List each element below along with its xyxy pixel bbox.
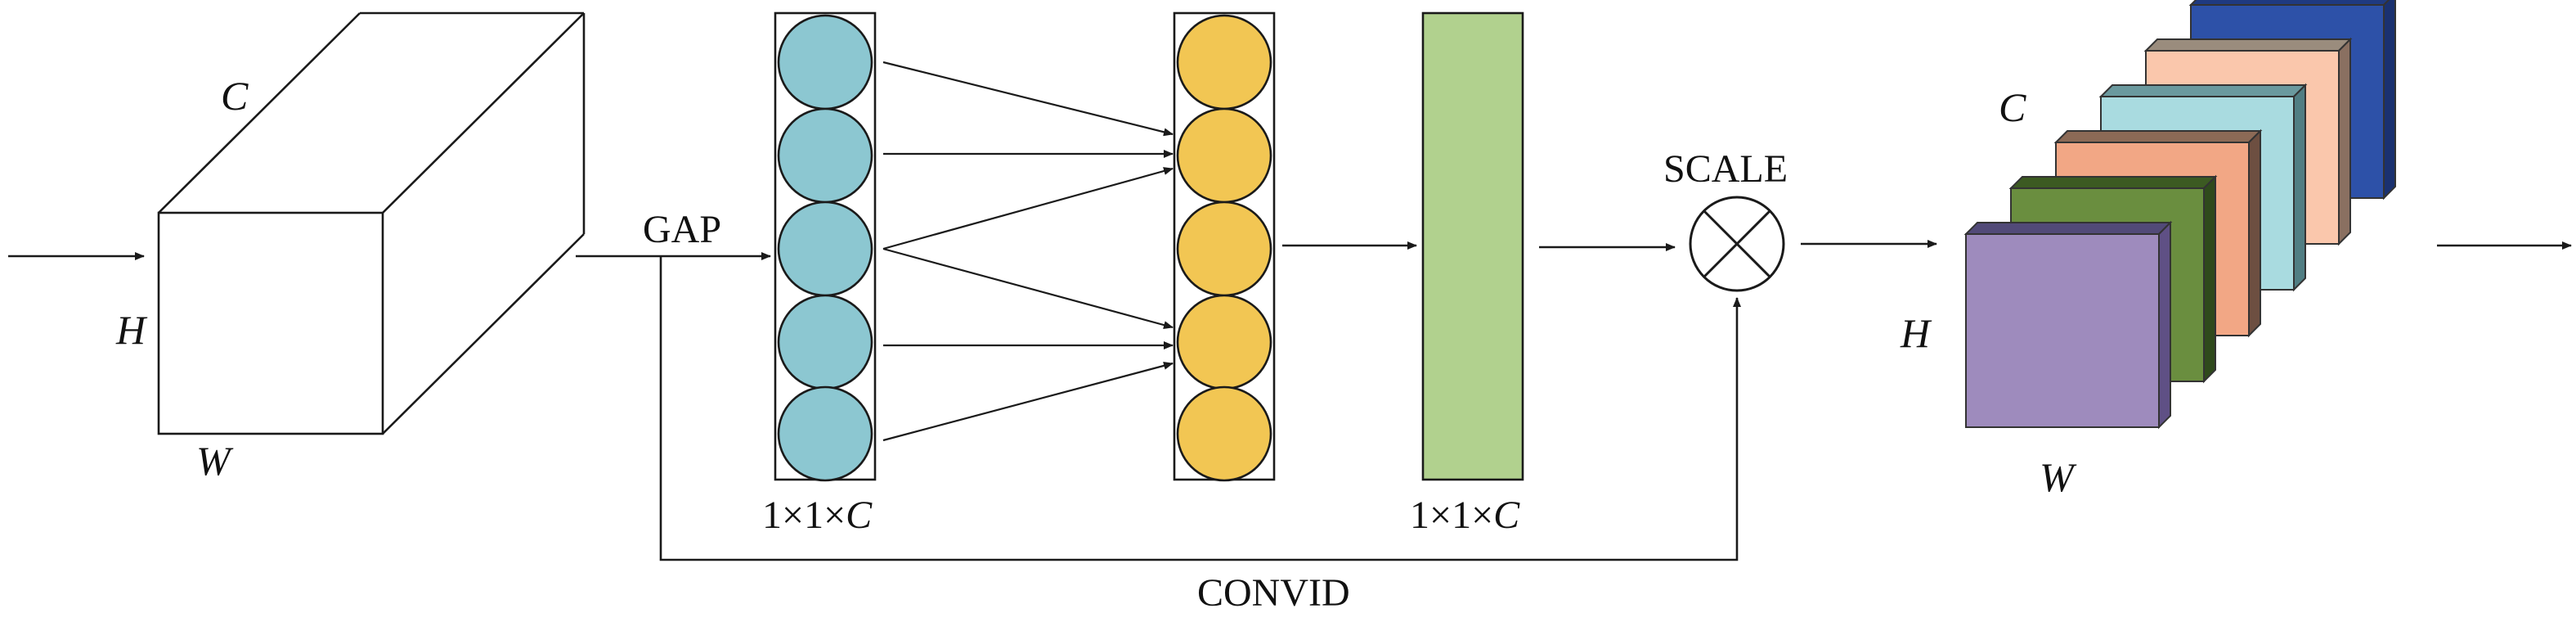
gap-vector-dim-label: 1×1×C (762, 494, 873, 537)
skip-connection-line (659, 256, 1741, 561)
cube-width-label: W (196, 438, 234, 484)
conv1d-connections (882, 61, 1174, 442)
gap-node-1 (777, 14, 873, 110)
convid-label: CONVID (1197, 571, 1350, 615)
channel-weights-vector (1421, 11, 1524, 481)
weights-vector-dim-label: 1×1×C (1410, 494, 1520, 537)
conv-node-3 (1176, 201, 1272, 297)
cube-height-label: H (115, 307, 148, 353)
feature-map-map-purple (1963, 220, 2173, 430)
output-channel-label: C (1999, 84, 2026, 130)
conv-vector-nodes (1176, 14, 1272, 482)
input-feature-cube (157, 11, 586, 435)
gap-node-2 (777, 107, 873, 204)
gap-node-4 (777, 294, 873, 390)
conv-node-1 (1176, 14, 1272, 110)
scale-label: SCALE (1663, 147, 1788, 191)
gap-node-3 (777, 201, 873, 297)
gap-vector-nodes (777, 14, 873, 482)
gap-node-5 (777, 385, 873, 482)
cube-channel-label: C (221, 73, 249, 119)
output-width-label: W (2040, 454, 2077, 500)
recalibrated-feature-maps (1963, 0, 2396, 430)
conv-node-5 (1176, 385, 1272, 482)
output-height-label: H (1900, 310, 1932, 356)
circle-times-icon (1689, 196, 1785, 292)
conv-node-4 (1176, 294, 1272, 390)
conv-node-2 (1176, 107, 1272, 204)
gap-label: GAP (643, 208, 721, 251)
